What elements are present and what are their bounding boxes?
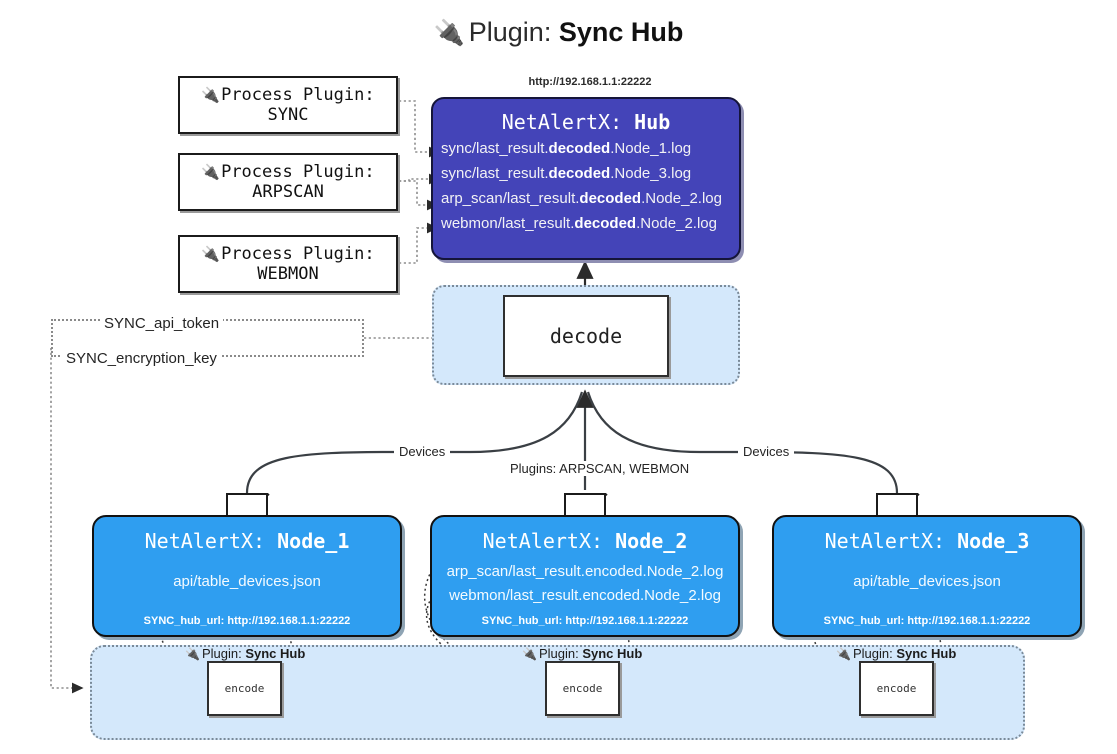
encode-box-3[interactable]: encode (859, 661, 934, 716)
edge-label-plugins: Plugins: ARPSCAN, WEBMON (505, 461, 695, 476)
process-plugin-webmon-line1: 🔌Process Plugin: (201, 244, 375, 264)
node-2-title: NetAlertX: Node_2 (482, 529, 688, 553)
sync-api-token-label: SYNC_api_token (100, 315, 224, 332)
encoder-1-caption: 🔌Plugin: Sync Hub (185, 646, 306, 661)
process-plugin-arpscan-name: ARPSCAN (252, 182, 324, 202)
plug-icon: 🔌 (836, 647, 851, 661)
node-card-node-3[interactable]: NetAlertX: Node_3 api/table_devices.json… (772, 515, 1082, 637)
plug-icon: 🔌 (185, 647, 200, 661)
hub-file-row: sync/last_result.decoded.Node_3.log (441, 164, 692, 182)
plug-icon: 🔌 (201, 245, 221, 263)
node-2-footer: SYNC_hub_url: http://192.168.1.1:22222 (481, 615, 689, 627)
node-card-node-2[interactable]: NetAlertX: Node_2 arp_scan/last_result.e… (430, 515, 740, 637)
plug-icon: 🔌 (433, 19, 465, 47)
hub-file-row: webmon/last_result.decoded.Node_2.log (441, 214, 717, 232)
hub-title-prefix: NetAlertX: (501, 110, 623, 134)
node-3-footer: SYNC_hub_url: http://192.168.1.1:22222 (823, 615, 1031, 627)
process-plugin-arpscan-line1: 🔌Process Plugin: (201, 162, 375, 182)
hub-file-row: arp_scan/last_result.decoded.Node_2.log (441, 189, 722, 207)
process-plugin-arpscan[interactable]: 🔌Process Plugin: ARPSCAN (178, 153, 398, 211)
node-1-title: NetAlertX: Node_1 (144, 529, 350, 553)
encoder-2-caption: 🔌Plugin: Sync Hub (522, 646, 643, 661)
encoder-3-caption: 🔌Plugin: Sync Hub (836, 646, 957, 661)
node-3-title: NetAlertX: Node_3 (824, 529, 1030, 553)
hub-title: NetAlertX: Hub (433, 107, 739, 137)
plug-icon: 🔌 (201, 163, 221, 181)
node-2-file: arp_scan/last_result.encoded.Node_2.log (446, 563, 724, 580)
page-title: 🔌Plugin: Sync Hub (0, 16, 1117, 48)
node-2-file: webmon/last_result.encoded.Node_2.log (449, 587, 721, 604)
node-card-node-1[interactable]: NetAlertX: Node_1 api/table_devices.json… (92, 515, 402, 637)
process-plugin-webmon-name: WEBMON (257, 264, 319, 284)
process-plugin-sync-line1: 🔌Process Plugin: (201, 85, 375, 105)
plug-icon: 🔌 (522, 647, 537, 661)
node-1-file: api/table_devices.json (173, 573, 321, 590)
plug-icon: 🔌 (201, 86, 221, 104)
page-title-prefix: Plugin: (468, 17, 552, 47)
process-plugin-sync[interactable]: 🔌Process Plugin: SYNC (178, 76, 398, 134)
decode-box[interactable]: decode (503, 295, 669, 377)
page-title-name: Sync Hub (558, 17, 684, 47)
hub-title-name: Hub (634, 110, 671, 134)
edge-label-devices-right: Devices (738, 444, 795, 459)
encode-box-1[interactable]: encode (207, 661, 282, 716)
process-plugin-sync-name: SYNC (267, 105, 309, 125)
node-3-file: api/table_devices.json (853, 573, 1001, 590)
edge-label-devices-left: Devices (394, 444, 451, 459)
hub-card[interactable]: NetAlertX: Hub sync/last_result.decoded.… (431, 97, 741, 260)
node-1-footer: SYNC_hub_url: http://192.168.1.1:22222 (143, 615, 351, 627)
process-plugin-webmon[interactable]: 🔌Process Plugin: WEBMON (178, 235, 398, 293)
hub-file-row: sync/last_result.decoded.Node_1.log (441, 140, 692, 157)
sync-encryption-key-label: SYNC_encryption_key (62, 350, 221, 367)
hub-url-label: http://192.168.1.1:22222 (528, 76, 652, 88)
encode-box-2[interactable]: encode (545, 661, 620, 716)
